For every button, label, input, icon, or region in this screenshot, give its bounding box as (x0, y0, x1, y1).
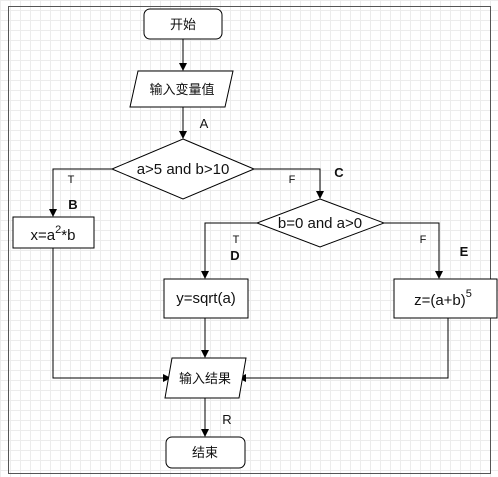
edge-label-t1: T (68, 174, 75, 186)
process-e-box (393, 278, 498, 319)
output-parallelogram (164, 357, 247, 399)
marker-e: E (460, 244, 469, 259)
edge-decision1-false (254, 168, 324, 199)
marker-b: B (68, 197, 77, 212)
edge-b-output (52, 248, 171, 382)
outer-border (8, 6, 491, 474)
output-label: 输入结果 (179, 371, 231, 386)
end-terminator (165, 436, 246, 469)
marker-d: D (230, 248, 239, 263)
start-terminator (143, 8, 223, 40)
marker-c: C (334, 165, 344, 180)
edge-label-f2: F (420, 234, 427, 246)
marker-a: A (200, 116, 209, 131)
decision1-label: a>5 and b>10 (137, 161, 230, 178)
end-label: 结束 (192, 445, 218, 460)
connectors (49, 39, 449, 437)
marker-r: R (222, 412, 231, 427)
input-parallelogram (129, 70, 234, 108)
edge-decision1-true (49, 168, 112, 217)
start-label: 开始 (170, 17, 196, 32)
decision1-diamond (110, 138, 256, 200)
process-b-box (12, 216, 95, 249)
process-d-box (163, 278, 249, 319)
input-label: 输入变量值 (149, 82, 214, 97)
process-e-label: z=(a+b)5 (414, 288, 472, 309)
edge-decision2-true (201, 222, 257, 279)
process-d-label: y=sqrt(a) (176, 290, 236, 307)
edge-decision2-false (384, 222, 443, 279)
process-b-label: x=a2*b (31, 224, 76, 244)
decision2-label: b=0 and a>0 (278, 215, 362, 232)
decision2-diamond (255, 198, 386, 248)
edge-label-f1: F (289, 174, 296, 186)
edge-e-output (238, 318, 449, 382)
edge-label-t2: T (233, 234, 240, 246)
